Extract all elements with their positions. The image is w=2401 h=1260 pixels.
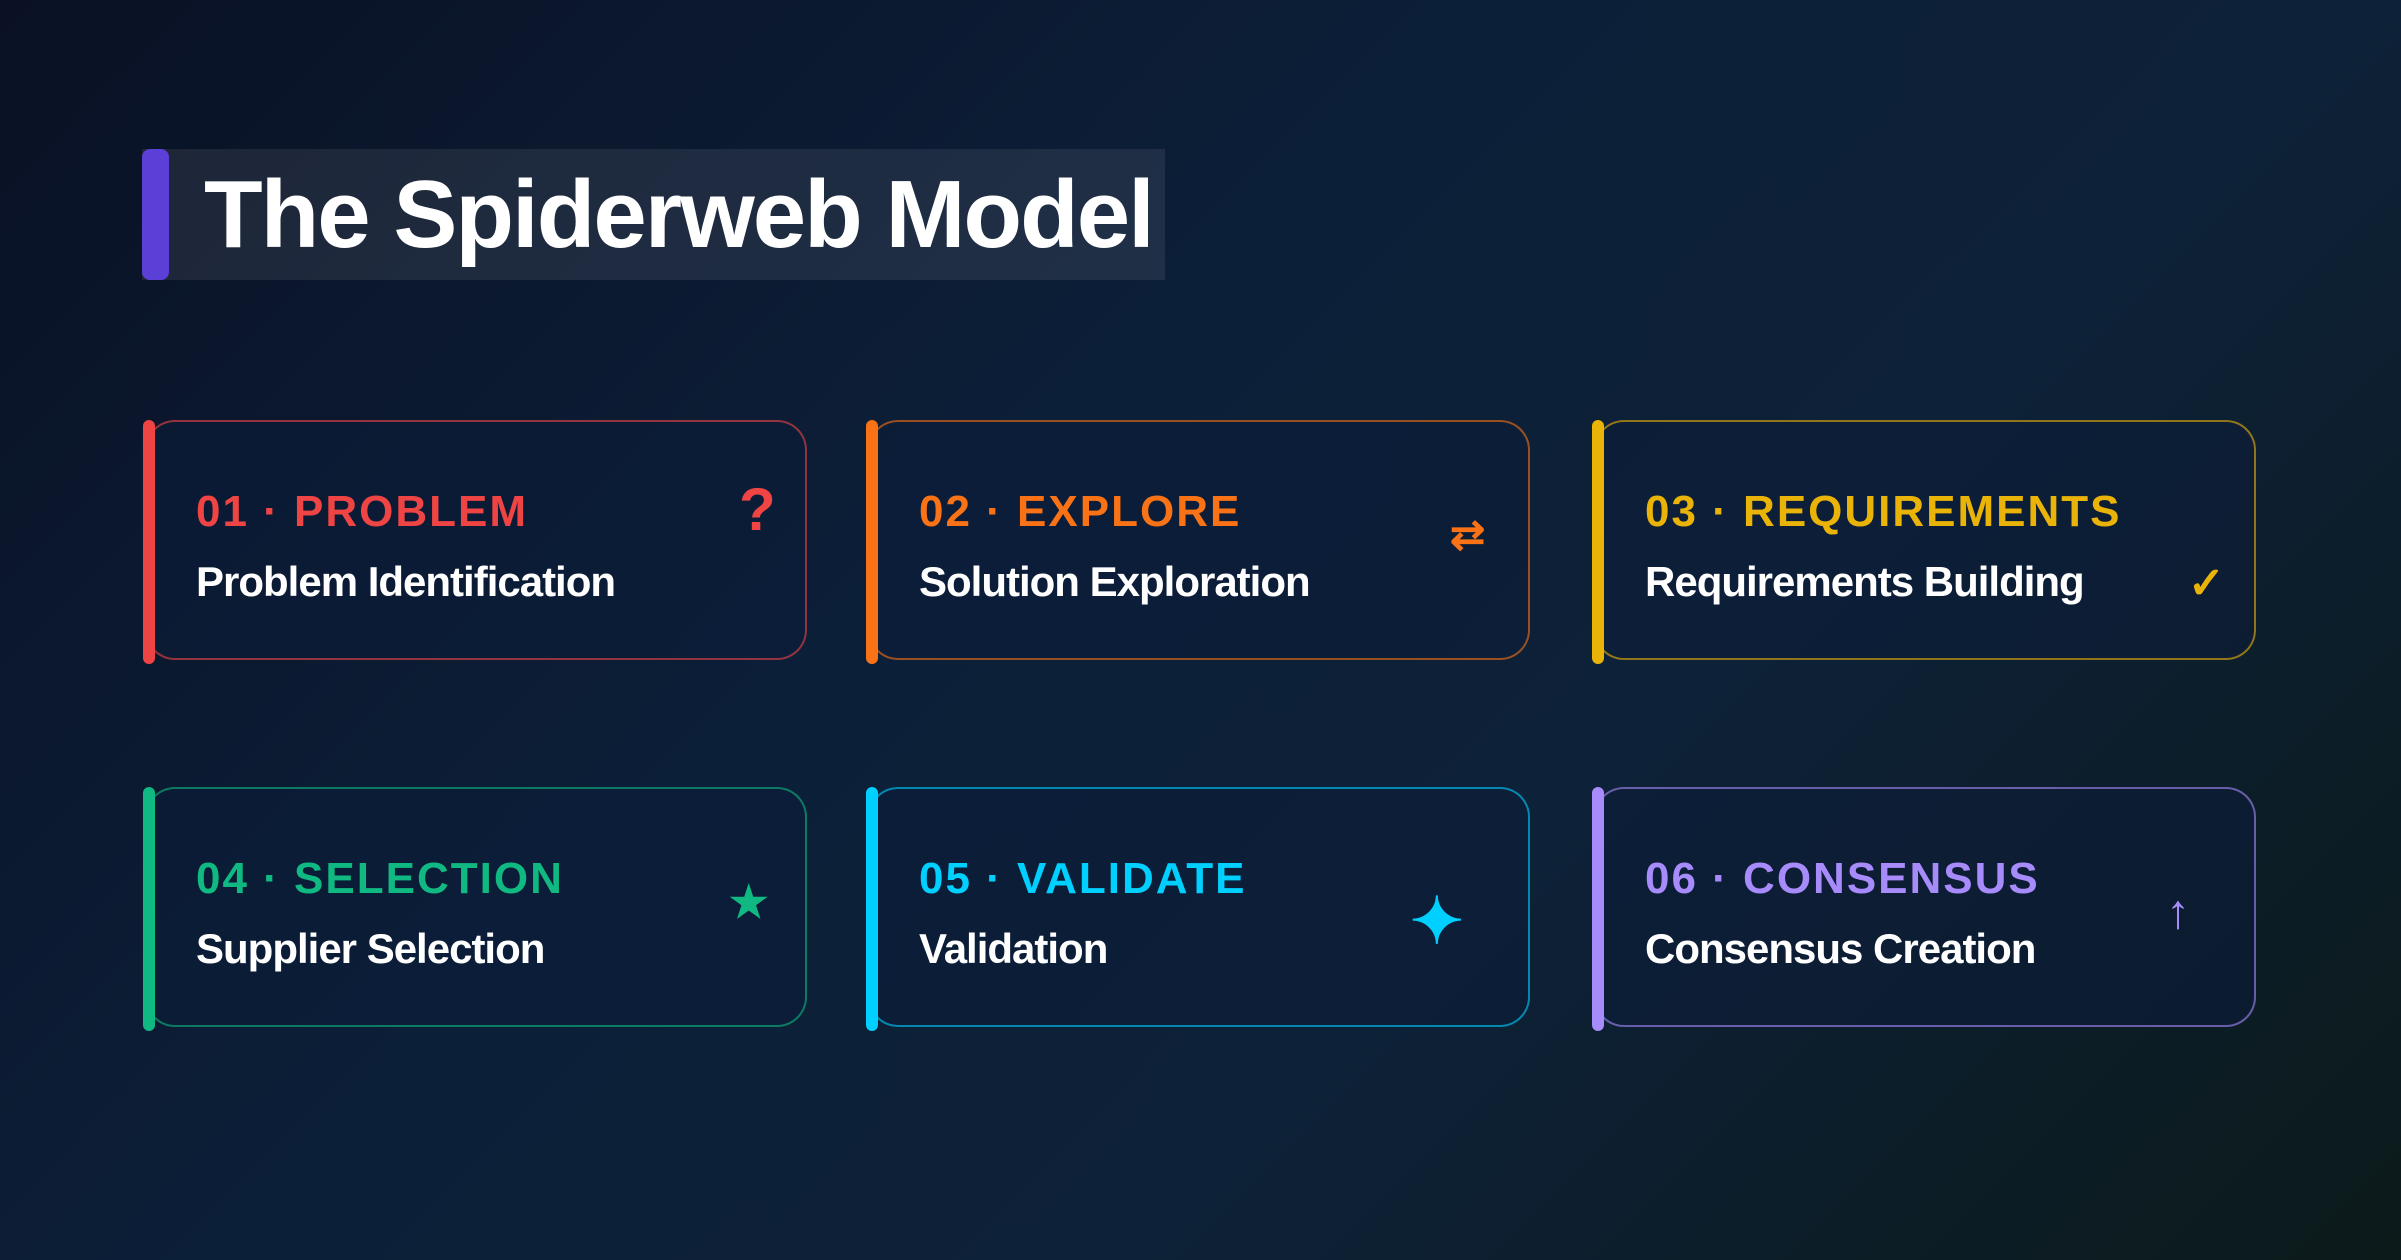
- stage-label: 01 · PROBLEM: [196, 487, 529, 536]
- card-accent-bar: [143, 420, 155, 664]
- title-banner: The Spiderweb Model: [142, 149, 1165, 280]
- card-accent-bar: [866, 420, 878, 664]
- stage-label: 05 · VALIDATE: [919, 854, 1247, 903]
- star-icon: ★: [729, 878, 769, 927]
- stage-label: 02 · EXPLORE: [919, 487, 1242, 536]
- stage-subtitle: Consensus Creation: [1645, 925, 2036, 972]
- card-accent-bar: [1592, 787, 1604, 1031]
- card-accent-bar: [1592, 420, 1604, 664]
- stage-subtitle: Problem Identification: [196, 558, 616, 605]
- stage-subtitle: Solution Exploration: [919, 558, 1311, 605]
- stage-card-4: 04 · SELECTION Supplier Selection ★: [143, 787, 807, 1031]
- stage-subtitle: Requirements Building: [1645, 558, 2085, 605]
- card-accent-bar: [143, 787, 155, 1031]
- sparkle-icon: ✦: [1410, 885, 1464, 957]
- stage-card-2: 02 · EXPLORE Solution Exploration ⇄: [866, 420, 1530, 664]
- page-title: The Spiderweb Model: [204, 161, 1155, 268]
- stage-card-6: 06 · CONSENSUS Consensus Creation ↑: [1592, 787, 2256, 1031]
- stage-label: 06 · CONSENSUS: [1645, 854, 2040, 903]
- stage-card-1: 01 · PROBLEM Problem Identification ?: [143, 420, 807, 664]
- stage-subtitle: Validation: [919, 925, 1108, 972]
- swap-arrows-icon: ⇄: [1450, 511, 1486, 558]
- question-icon: ?: [739, 476, 776, 543]
- arrow-up-icon: ↑: [2166, 886, 2190, 939]
- stage-label: 04 · SELECTION: [196, 854, 564, 903]
- stage-card-5: 05 · VALIDATE Validation ✦: [866, 787, 1530, 1031]
- check-icon: ✓: [2188, 559, 2225, 608]
- title-accent-bar: [142, 149, 169, 280]
- stage-label: 03 · REQUIREMENTS: [1645, 487, 2122, 536]
- stage-card-3: 03 · REQUIREMENTS Requirements Building …: [1592, 420, 2256, 664]
- stage-subtitle: Supplier Selection: [196, 925, 545, 972]
- card-accent-bar: [866, 787, 878, 1031]
